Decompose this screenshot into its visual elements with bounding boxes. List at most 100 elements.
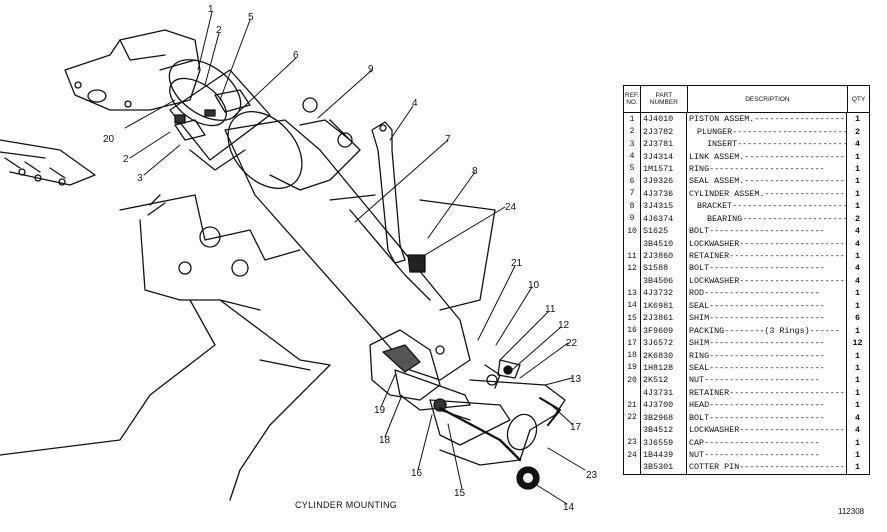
row-description-text: RETAINER	[689, 387, 730, 398]
row-ref-no	[624, 423, 641, 437]
row-part-number: 3B4510	[641, 237, 687, 250]
row-ref-no: 8	[624, 200, 641, 213]
dot-leader: -----------------------	[764, 188, 847, 199]
row-part-number: 4J3736	[641, 187, 687, 201]
row-ref-no: 16	[624, 324, 641, 337]
row-part-number: 2J3781	[641, 137, 687, 151]
header-description: DESCRIPTION	[688, 86, 849, 112]
row-description: SEAL ASSEM.-----------------------	[687, 175, 847, 188]
row-ref-no	[624, 274, 641, 288]
row-description-text: PLUNGER	[697, 126, 733, 137]
row-description-text: BEARING	[707, 213, 743, 224]
dot-leader: ------	[809, 325, 840, 336]
row-ref-no: 2	[624, 125, 641, 138]
row-description-text: BRACKET	[697, 201, 733, 212]
row-part-number: 3J6572	[641, 336, 687, 350]
callout-20: 20	[103, 134, 115, 145]
row-description: ROD-----------------------	[687, 287, 847, 300]
row-part-number: 3J4314	[641, 150, 687, 163]
piston-assembly	[168, 59, 271, 171]
row-description-text: LOCKWASHER	[689, 275, 740, 286]
row-part-number: 3B4512	[641, 423, 687, 437]
row-qty: 1	[854, 350, 861, 361]
row-qty: 1	[854, 176, 861, 187]
callout-21: 21	[511, 258, 523, 269]
callout-10: 10	[528, 280, 540, 291]
row-ref-no: 21	[624, 399, 641, 412]
row-description-text: PACKING	[689, 325, 725, 336]
row-description: PACKING -------- (3 Rings)------	[687, 324, 847, 337]
row-description-text: NUT	[689, 375, 705, 386]
row-qty: 1	[854, 325, 861, 336]
row-part-number: S1588	[641, 262, 687, 275]
row-description: SEAL-----------------------	[687, 299, 847, 312]
row-description: BOLT-----------------------	[687, 411, 847, 424]
row-part-number: 1K6981	[641, 299, 687, 312]
row-ref-no: 14	[624, 299, 641, 312]
row-part-number: 2J3860	[641, 249, 687, 263]
housing-frame	[0, 97, 496, 501]
row-qty: 1	[854, 163, 861, 174]
row-description: RETAINER-----------------------	[687, 386, 847, 400]
row-part-number: 2K6830	[641, 349, 687, 362]
dot-leader: -----------------------	[709, 412, 825, 423]
rod-cap	[438, 359, 566, 490]
row-description: CAP-----------------------	[687, 436, 847, 449]
row-qty: 6	[854, 313, 861, 324]
row-description-text: ROD	[689, 288, 705, 299]
row-qty: 4	[854, 412, 861, 423]
row-qty: 1	[854, 300, 861, 311]
row-qty: 1	[854, 201, 861, 212]
row-part-number: 1H8128	[641, 361, 687, 375]
row-description-text: NUT	[689, 450, 705, 461]
row-ref-no: 23	[624, 436, 641, 449]
row-description-text: CYLINDER ASSEM.	[689, 188, 765, 199]
callout-24: 24	[505, 202, 517, 213]
callout-13: 13	[570, 374, 582, 385]
dot-leader: -----------------------	[739, 238, 847, 249]
callout-4: 4	[412, 98, 418, 109]
row-description-text: SHIM	[689, 313, 710, 324]
row-ref-no: 17	[624, 336, 641, 350]
upper-mount	[64, 29, 201, 111]
row-ref-no: 9	[624, 212, 641, 225]
cylinder-barrel	[224, 110, 471, 381]
row-part-number: 4J6374	[641, 212, 687, 225]
callout-8: 8	[472, 166, 478, 177]
row-description-text: HEAD	[689, 400, 710, 411]
row-ref-no: 1	[624, 113, 641, 126]
row-ref-no: 19	[624, 361, 641, 375]
row-part-number: 1M1571	[641, 162, 687, 176]
dot-leader: -----------------------	[742, 213, 847, 224]
row-ref-no: 13	[624, 287, 641, 300]
row-ref-no: 22	[624, 411, 641, 424]
row-description-text: LOCKWASHER	[689, 425, 740, 436]
row-part-number: 3J6559	[641, 436, 687, 449]
row-description-text: CAP	[689, 437, 705, 448]
dot-leader: -----------------------	[709, 400, 825, 411]
row-part-number: 4J4010	[641, 113, 687, 126]
callout-7: 7	[445, 134, 451, 145]
row-ref-no: 20	[624, 374, 641, 387]
row-qty: 1	[854, 375, 861, 386]
dot-leader: -----------------------	[732, 201, 847, 212]
header-part-number: PART NUMBER	[641, 86, 688, 112]
leader-lines	[124, 11, 586, 505]
row-ref-no: 12	[624, 262, 641, 275]
row-part-number: 4J3700	[641, 399, 687, 412]
row-part-number: 2J3861	[641, 312, 687, 325]
row-description-text: RING	[689, 163, 710, 174]
row-description: NUT-----------------------	[687, 374, 847, 387]
callout-9: 9	[368, 64, 374, 75]
row-part-number: 3J4315	[641, 200, 687, 213]
callout-6: 6	[293, 50, 299, 61]
